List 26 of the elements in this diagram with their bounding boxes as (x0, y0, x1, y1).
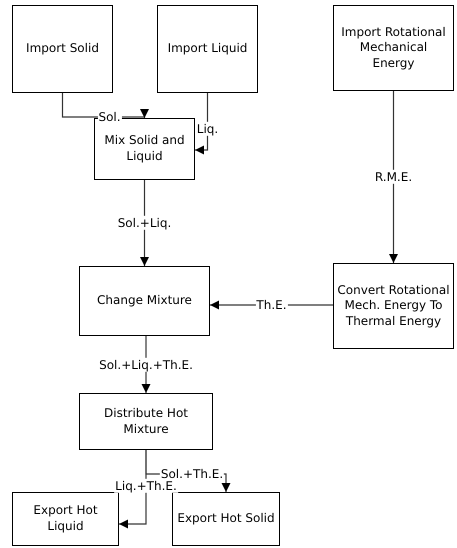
edge-label: R.M.E. (374, 170, 414, 184)
box-text: Distribute Hot Mixture (103, 406, 189, 438)
edge-label: Sol.+Liq.+Th.E. (98, 357, 194, 372)
process-box (79, 266, 210, 336)
box-text: Change Mixture (97, 293, 192, 309)
edge-label: Sol. (97, 110, 122, 124)
process-box (333, 5, 454, 91)
edge-label: Liq.+Th.E. (114, 478, 178, 494)
arrow (195, 93, 208, 154)
edge-label: Liq. (196, 122, 220, 136)
box-text: Export Hot Solid (177, 511, 275, 527)
process-box (12, 492, 119, 546)
box-text: Import Liquid (168, 41, 248, 57)
box-text: Export Hot Liquid (32, 503, 99, 535)
box-text: Mix Solid and Liquid (103, 133, 186, 165)
arrow (389, 91, 398, 263)
process-box (172, 492, 280, 546)
box-text: Convert Rotational Mech. Energy To Thermal Energy (337, 282, 450, 330)
process-box (333, 263, 454, 349)
process-box (157, 5, 258, 93)
edge-label: Sol.+Th.E. (160, 466, 224, 482)
edge-label: Sol.+Liq. (116, 216, 172, 230)
process-box (79, 393, 213, 450)
box-text: Import Rotational Mechanical Energy (340, 24, 447, 72)
process-box (12, 5, 113, 93)
box-text: Import Solid (26, 41, 99, 57)
